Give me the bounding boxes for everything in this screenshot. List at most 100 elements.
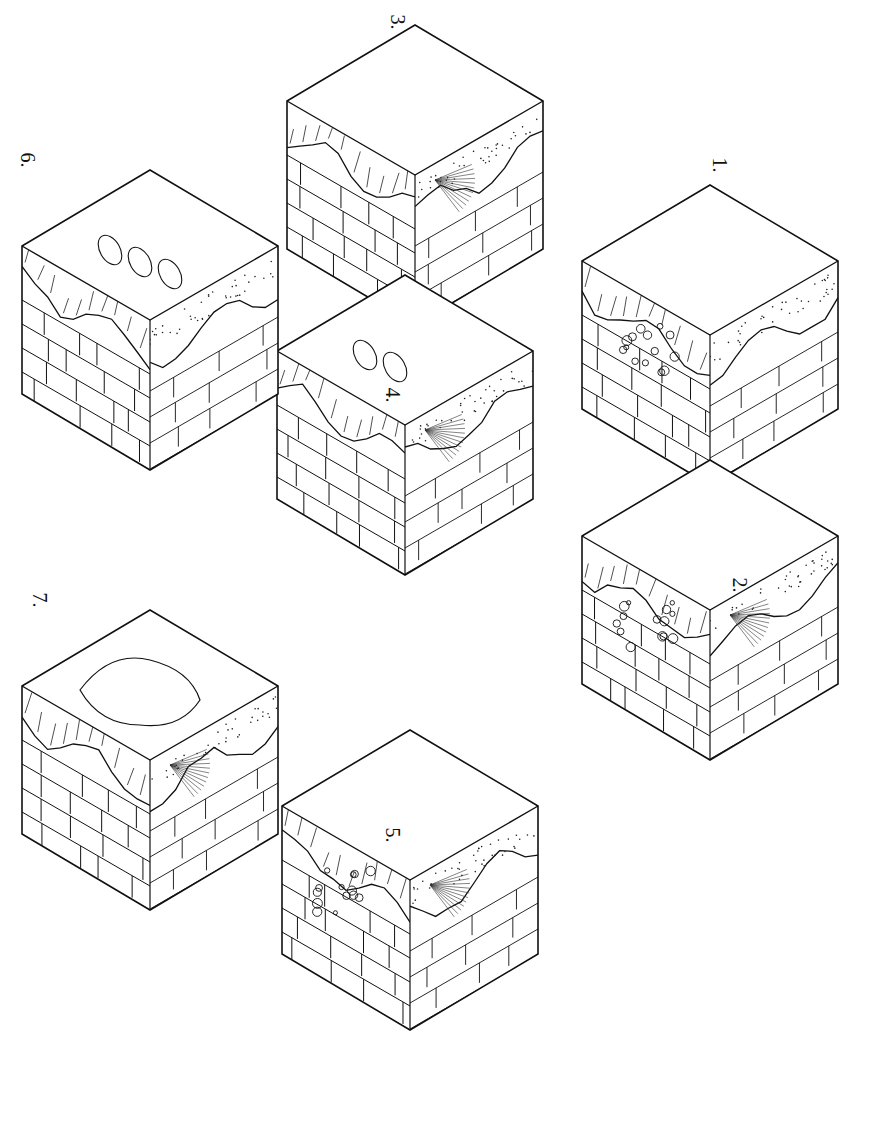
stipple	[425, 440, 427, 442]
joint	[389, 946, 390, 968]
stipple	[155, 328, 157, 330]
joint	[359, 525, 360, 547]
joint	[474, 289, 475, 309]
stratum	[150, 861, 278, 935]
joint	[438, 503, 439, 523]
joint	[325, 909, 326, 931]
joint	[331, 960, 332, 982]
stipple	[761, 332, 763, 334]
stipple	[444, 870, 446, 872]
hatch	[140, 328, 147, 348]
fan-line	[170, 765, 204, 786]
block-edge	[709, 610, 710, 760]
stipple	[227, 729, 229, 731]
stipple	[495, 155, 497, 157]
joint	[128, 409, 129, 431]
joint	[475, 211, 476, 231]
boulder	[657, 323, 663, 329]
hatch	[89, 291, 94, 310]
stipple	[197, 320, 199, 322]
hatch	[585, 266, 591, 287]
stipple	[429, 181, 431, 183]
stipple	[270, 261, 272, 263]
stratum	[287, 179, 415, 253]
joint	[44, 433, 45, 455]
lake	[80, 658, 200, 726]
fan-line	[430, 883, 470, 885]
boulder	[624, 345, 629, 350]
joint	[44, 873, 45, 895]
block-edge	[582, 536, 838, 610]
stipple	[202, 319, 204, 321]
joint	[394, 497, 395, 519]
stipple	[732, 607, 734, 609]
hatch	[76, 718, 80, 740]
fan-line	[435, 180, 469, 201]
terrain-face	[410, 834, 538, 1059]
joint	[395, 973, 396, 995]
stipple	[515, 135, 517, 137]
block-outline	[22, 170, 278, 470]
joint	[428, 264, 429, 284]
joint	[398, 1023, 399, 1045]
stratum	[22, 348, 150, 422]
boulder	[613, 620, 620, 627]
stipple	[453, 162, 455, 164]
joint	[313, 218, 314, 240]
ground-profile	[150, 727, 278, 812]
hatch	[598, 567, 603, 589]
stipple	[719, 358, 721, 360]
joint	[689, 652, 690, 674]
stipple	[419, 182, 421, 184]
stipple	[225, 741, 227, 743]
sinkhole	[378, 348, 411, 386]
stratum	[277, 453, 405, 527]
stipple	[273, 698, 275, 700]
joint	[128, 825, 129, 847]
joint	[525, 260, 526, 280]
stratum	[282, 908, 410, 982]
joint	[329, 483, 330, 505]
joint	[312, 290, 313, 312]
joint	[733, 418, 734, 438]
boulder	[632, 358, 639, 365]
stratum	[150, 395, 278, 469]
sinkhole	[348, 336, 381, 374]
stipple	[244, 275, 246, 277]
hatch	[387, 866, 393, 884]
joint	[98, 856, 99, 878]
stipple	[786, 575, 788, 577]
joint	[481, 504, 482, 524]
boulder	[628, 333, 636, 341]
block-diagram	[282, 730, 538, 1068]
joint	[97, 463, 98, 485]
stipple	[796, 298, 798, 300]
joint	[368, 202, 369, 224]
hatch	[51, 275, 55, 293]
stipple	[267, 713, 269, 715]
stratum	[22, 324, 150, 398]
fan-line	[435, 180, 463, 209]
stipple	[772, 321, 774, 323]
joint	[426, 967, 427, 987]
joint	[141, 465, 142, 487]
joint	[170, 923, 171, 943]
stratum	[287, 203, 415, 277]
stipple	[713, 342, 715, 344]
stipple	[805, 564, 807, 566]
stipple	[749, 615, 751, 617]
joint	[506, 463, 507, 483]
terrain-face	[22, 241, 150, 504]
stipple	[427, 425, 429, 427]
joint	[287, 531, 288, 553]
hatch	[102, 730, 105, 746]
joint	[41, 775, 42, 797]
fan-line	[430, 885, 458, 914]
stratum	[582, 590, 710, 664]
stipple	[825, 292, 827, 294]
stipple	[154, 334, 156, 336]
block-diagram	[22, 610, 278, 944]
joint	[503, 543, 504, 563]
joint	[423, 563, 424, 583]
stipple	[736, 607, 738, 609]
